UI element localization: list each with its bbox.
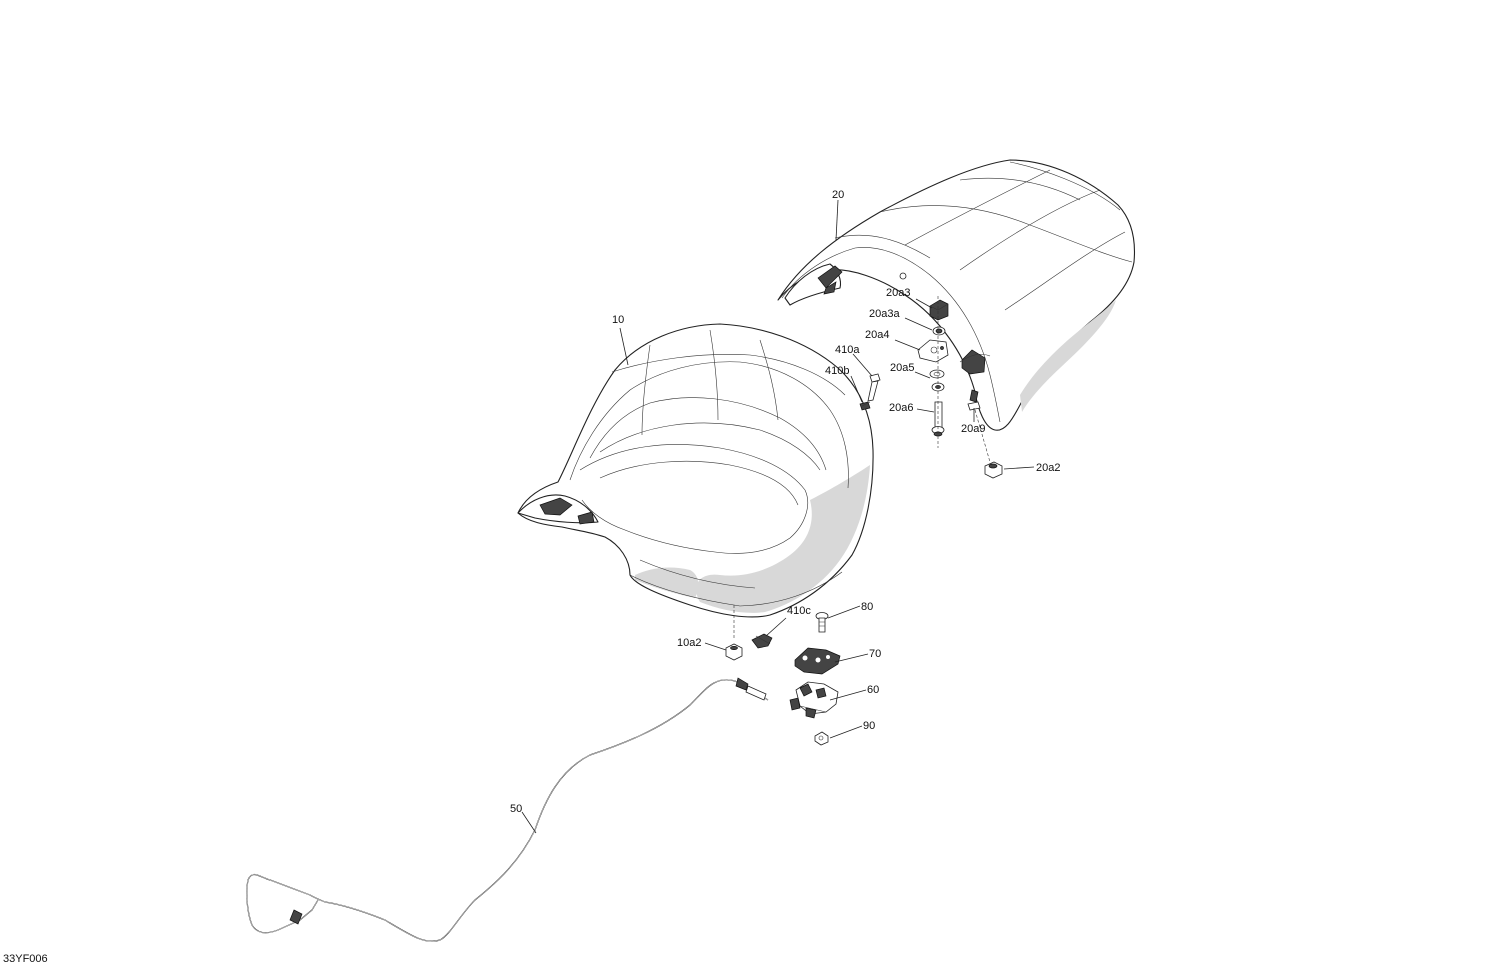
label-410a: 410a [835,344,860,356]
release-cable-50 [246,677,769,942]
label-20a3a: 20a3a [869,308,900,320]
label-50: 50 [510,803,522,815]
label-20a2: 20a2 [1036,462,1060,474]
label-20a3: 20a3 [886,287,910,299]
label-20a6: 20a6 [889,402,913,414]
figure-code: 33YF006 [3,953,48,965]
front-seat-10 [517,323,874,618]
label-20a4: 20a4 [865,329,889,341]
label-10a2: 10a2 [677,637,701,649]
label-10: 10 [612,314,624,326]
label-80: 80 [861,601,873,613]
callout-labels: 20 20a3 20a3a 20a4 20a5 20a6 20a9 20a2 1… [3,189,1060,965]
rear-fasteners [967,389,1003,479]
front-seat-fasteners [859,373,881,411]
label-20a5: 20a5 [890,362,914,374]
label-20a9: 20a9 [961,423,985,435]
label-20: 20 [832,189,844,201]
label-410c: 410c [787,605,811,617]
label-70: 70 [869,648,881,660]
latch-hardware-stack [917,296,949,448]
leader-lines [521,199,1035,834]
rear-seat-20 [777,159,1136,431]
label-60: 60 [867,684,879,696]
latch-assembly [725,605,841,746]
label-90: 90 [863,720,875,732]
label-410b: 410b [825,365,849,377]
